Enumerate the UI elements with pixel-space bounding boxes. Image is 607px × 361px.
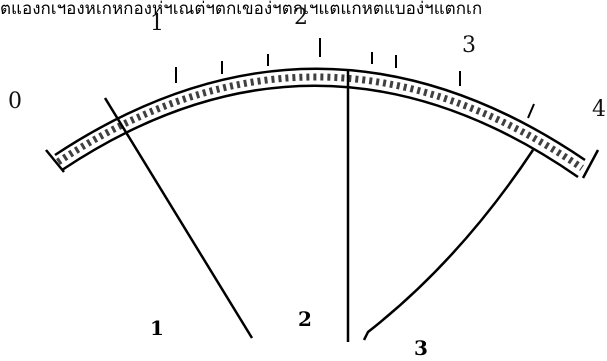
scale-band-fill [56,73,584,171]
pointer-label-3: 3 [414,336,428,360]
scale-band-right-end [581,149,600,179]
pointer-line-3 [362,149,535,341]
scale-label-4: 4 [592,97,606,122]
scale-band [45,67,600,179]
scale-band-left-end [45,149,65,173]
scale-label-0: 0 [8,89,22,114]
scale-label-3: 3 [462,33,476,58]
scale-band-outer-edge [54,67,586,162]
scale-label-1: 1 [150,11,164,36]
scale-tick [527,103,535,119]
pointer-lines [103,70,535,342]
scale-label-2: 2 [294,5,308,30]
pointer-line-1 [103,97,254,339]
scale-ticks [175,38,535,119]
pointer-label-2: 2 [298,307,312,331]
pointer-label-1: 1 [150,316,164,340]
scale-band-inner-edge [61,84,579,179]
header-text: ตแองกเฯองหเกหกองห่ฯเณต่ฯตกเของ่ฯตกเฯแตแก… [0,0,482,19]
